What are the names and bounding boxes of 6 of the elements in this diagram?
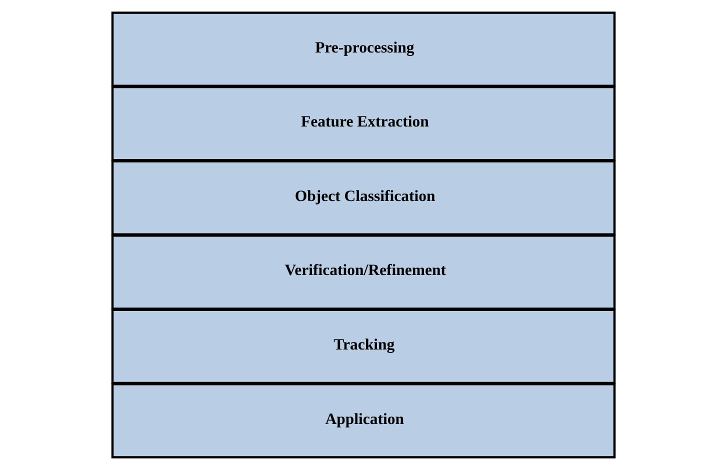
node-box: Object Classification bbox=[111, 160, 616, 236]
node-box: Verification/Refinement bbox=[111, 234, 616, 310]
node-box: Tracking bbox=[111, 308, 616, 384]
node-box: Feature Extraction bbox=[111, 86, 616, 162]
node-box: Pre-processing bbox=[111, 12, 616, 87]
node-box: Application bbox=[111, 383, 616, 458]
